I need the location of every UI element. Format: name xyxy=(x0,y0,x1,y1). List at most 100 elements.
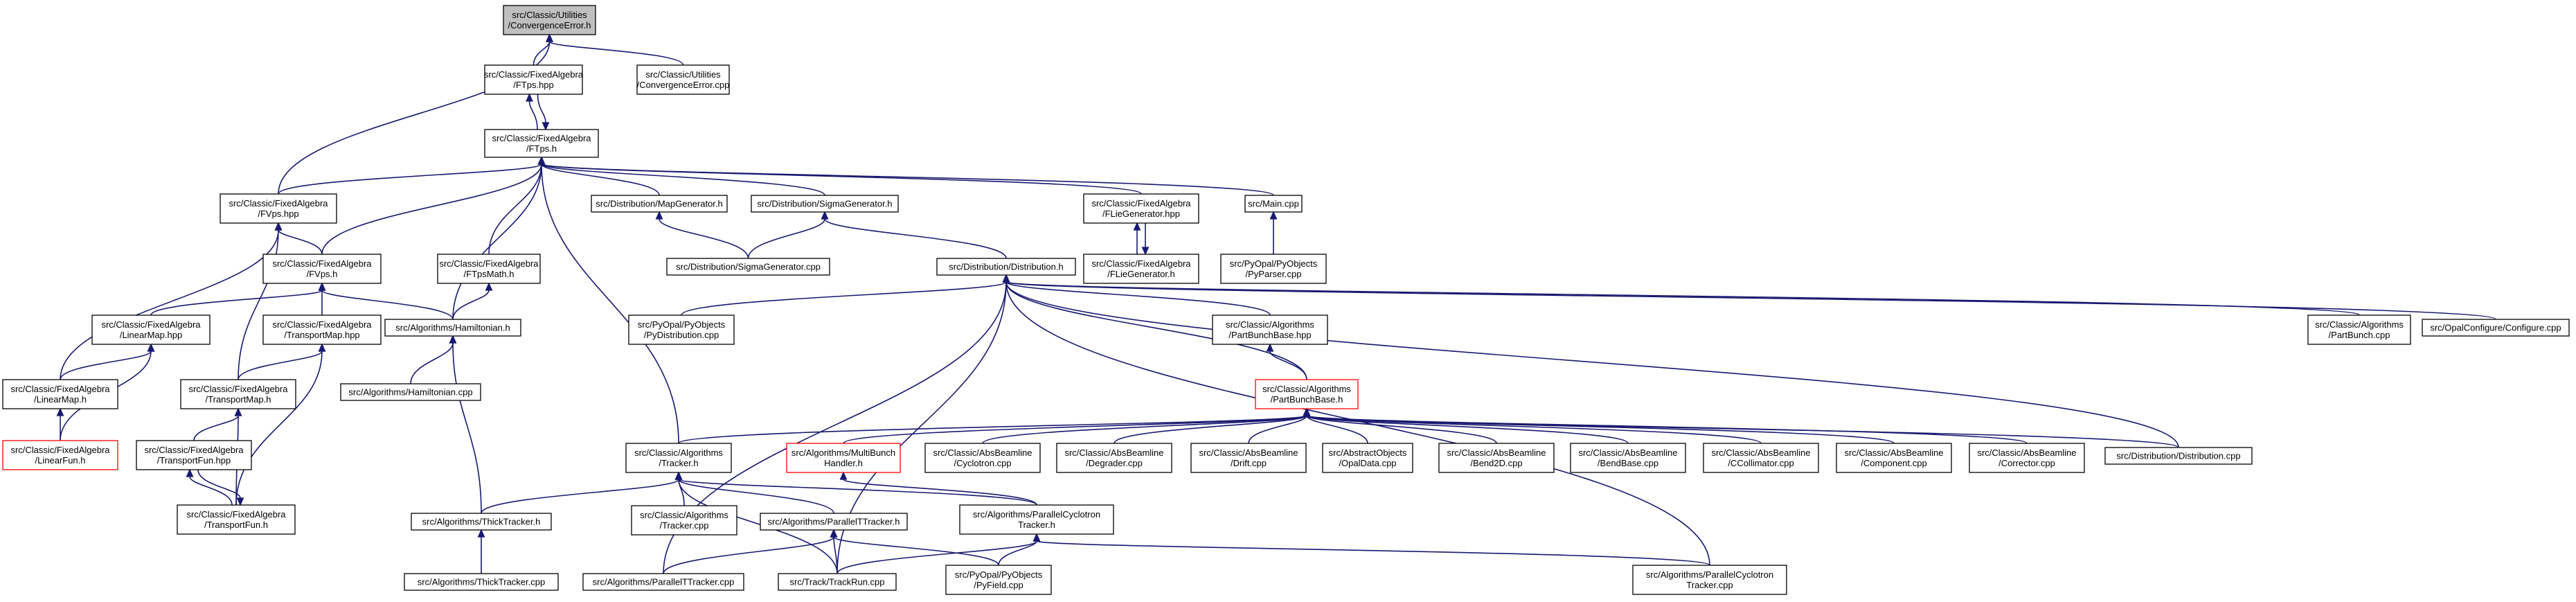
node-linearmap_hpp[interactable]: src/Classic/FixedAlgebra/LinearMap.hpp xyxy=(91,315,211,345)
node-box xyxy=(1969,443,2085,473)
node-transportmap_h[interactable]: src/Classic/FixedAlgebra/TransportMap.h xyxy=(180,379,296,409)
edge-thicktracker_h-to-hamiltonian_h xyxy=(449,335,482,514)
node-label-line: /PartBunchBase.hpp xyxy=(1228,330,1311,340)
node-flie_h[interactable]: src/Classic/FixedAlgebra/FLieGenerator.h xyxy=(1083,254,1199,284)
node-trackrun[interactable]: src/Track/TrackRun.cpp xyxy=(778,573,897,591)
node-pyfield[interactable]: src/PyOpal/PyObjects/PyField.cpp xyxy=(945,565,1052,595)
node-tracker_h[interactable]: src/Classic/Algorithms/Tracker.h xyxy=(625,443,732,473)
node-pbb_hpp[interactable]: src/Classic/Algorithms/PartBunchBase.hpp xyxy=(1212,315,1328,345)
node-opaldata[interactable]: src/AbstractObjects/OpalData.cpp xyxy=(1322,443,1413,473)
node-fvps_h[interactable]: src/Classic/FixedAlgebra/FVps.h xyxy=(262,254,382,284)
node-drift[interactable]: src/Classic/AbsBeamline/Drift.cpp xyxy=(1190,443,1307,473)
node-main[interactable]: src/Main.cpp xyxy=(1244,195,1303,213)
node-thicktracker_cpp[interactable]: src/Algorithms/ThickTracker.cpp xyxy=(404,573,559,591)
node-fvps_hpp[interactable]: src/Classic/FixedAlgebra/FVps.hpp xyxy=(220,193,337,224)
node-box xyxy=(2,440,118,470)
node-dist_cpp[interactable]: src/Distribution/Distribution.cpp xyxy=(2104,447,2253,465)
node-degrader[interactable]: src/Classic/AbsBeamline/Degrader.cpp xyxy=(1056,443,1172,473)
arrowhead-icon xyxy=(1133,222,1141,231)
node-component[interactable]: src/Classic/AbsBeamline/Component.cpp xyxy=(1836,443,1952,473)
node-label-line: src/Main.cpp xyxy=(1248,199,1299,209)
node-ftps_h[interactable]: src/Classic/FixedAlgebra/FTps.h xyxy=(484,129,599,158)
node-box xyxy=(1056,443,1172,473)
arrowhead-icon xyxy=(674,471,683,480)
edge-partbunch_cpp-to-dist_h xyxy=(1002,274,2360,316)
node-box xyxy=(1220,254,1327,284)
node-box xyxy=(180,379,296,409)
node-box xyxy=(1836,443,1952,473)
node-mapgen[interactable]: src/Distribution/MapGenerator.h xyxy=(591,195,728,213)
node-label-line: src/Classic/FixedAlgebra xyxy=(492,133,591,143)
node-label-line: src/Classic/FixedAlgebra xyxy=(10,384,110,394)
node-hamiltonian_cpp[interactable]: src/Algorithms/Hamiltonian.cpp xyxy=(340,383,481,401)
node-label-line: /PyParser.cpp xyxy=(1246,269,1302,279)
node-label-line: src/Classic/FixedAlgebra xyxy=(101,319,201,330)
node-ce_cpp[interactable]: src/Classic/Utilities/ConvergenceError.c… xyxy=(636,64,730,95)
node-pyparser[interactable]: src/PyOpal/PyObjects/PyParser.cpp xyxy=(1220,254,1327,284)
node-dist_h[interactable]: src/Distribution/Distribution.h xyxy=(936,258,1076,276)
node-transportfun_h[interactable]: src/Classic/FixedAlgebra/TransportFun.h xyxy=(177,504,296,535)
edge-fvps_h-to-fvps_hpp xyxy=(274,222,323,255)
arrowhead-icon xyxy=(1266,343,1274,352)
node-sigmagen_h[interactable]: src/Distribution/SigmaGenerator.h xyxy=(751,195,899,213)
node-label-line: /FVps.hpp xyxy=(258,209,298,219)
node-label-line: /PartBunchBase.h xyxy=(1271,394,1343,405)
edge-pyfield-to-pcyc_h xyxy=(998,533,1041,566)
node-box xyxy=(625,443,732,473)
node-cyclotron[interactable]: src/Classic/AbsBeamline/Cyclotron.cpp xyxy=(924,443,1041,473)
arrowhead-icon xyxy=(1032,533,1041,542)
node-label-line: src/OpalConfigure/Configure.cpp xyxy=(2430,323,2561,333)
node-corrector[interactable]: src/Classic/AbsBeamline/Corrector.cpp xyxy=(1969,443,2085,473)
node-box xyxy=(582,573,744,591)
node-box xyxy=(437,254,541,284)
edge-opaldata-to-pbb_h xyxy=(1303,407,1368,444)
node-label-line: /Component.cpp xyxy=(1861,458,1926,468)
edge-ce_cpp-to-ce_h xyxy=(546,33,684,66)
arrowhead-icon xyxy=(821,211,829,220)
node-transportmap_hpp[interactable]: src/Classic/FixedAlgebra/TransportMap.hp… xyxy=(262,315,382,345)
node-thicktracker_h[interactable]: src/Algorithms/ThickTracker.h xyxy=(411,513,552,531)
node-hamiltonian_h[interactable]: src/Algorithms/Hamiltonian.h xyxy=(384,319,521,337)
node-label-line: /ConvergenceError.cpp xyxy=(637,80,730,90)
node-linearmap_h[interactable]: src/Classic/FixedAlgebra/LinearMap.h xyxy=(2,379,118,409)
edge-drift-to-pbb_h xyxy=(1248,407,1311,444)
node-tracker_cpp[interactable]: src/Classic/Algorithms/Tracker.cpp xyxy=(631,505,737,535)
arrowhead-icon xyxy=(147,343,155,352)
arrowhead-icon xyxy=(546,33,553,42)
node-label-line: src/Classic/FixedAlgebra xyxy=(186,509,286,520)
node-box xyxy=(2307,315,2411,345)
node-box xyxy=(631,505,737,535)
node-label-line: /LinearMap.hpp xyxy=(120,330,182,340)
node-ccollimator[interactable]: src/Classic/AbsBeamline/CCollimator.cpp xyxy=(1703,443,1819,473)
arrowhead-icon xyxy=(318,343,326,352)
node-bend2d[interactable]: src/Classic/AbsBeamline/Bend2D.cpp xyxy=(1438,443,1555,473)
node-label-line: src/Distribution/MapGenerator.h xyxy=(596,199,723,209)
node-label-line: Tracker.cpp xyxy=(1686,580,1733,590)
node-pydist[interactable]: src/PyOpal/PyObjects/PyDistribution.cpp xyxy=(628,315,735,345)
node-pcyc_cpp[interactable]: src/Algorithms/ParallelCyclotronTracker.… xyxy=(1632,565,1787,595)
node-configure[interactable]: src/OpalConfigure/Configure.cpp xyxy=(2422,319,2570,337)
node-ftpsmath[interactable]: src/Classic/FixedAlgebra/FTpsMath.h xyxy=(437,254,541,284)
node-linearfun[interactable]: src/Classic/FixedAlgebra/LinearFun.h xyxy=(2,440,118,470)
node-ftps_hpp[interactable]: src/Classic/FixedAlgebra/FTps.hpp xyxy=(484,64,584,95)
node-label-line: src/Algorithms/ParallelCyclotron xyxy=(973,509,1100,520)
node-bendbase[interactable]: src/Classic/AbsBeamline/BendBase.cpp xyxy=(1570,443,1686,473)
node-label-line: src/PyOpal/PyObjects xyxy=(1230,258,1318,269)
node-partt_cpp[interactable]: src/Algorithms/ParallelTTracker.cpp xyxy=(582,573,744,591)
node-pcyc_h[interactable]: src/Algorithms/ParallelCyclotronTracker.… xyxy=(959,504,1114,535)
node-partbunch_cpp[interactable]: src/Classic/Algorithms/PartBunch.cpp xyxy=(2307,315,2411,345)
node-box xyxy=(340,383,481,401)
node-sigmagen_cpp[interactable]: src/Distribution/SigmaGenerator.cpp xyxy=(666,258,830,276)
node-label-line: src/Distribution/SigmaGenerator.cpp xyxy=(676,262,821,272)
node-partt_h[interactable]: src/Algorithms/ParallelTTracker.h xyxy=(760,513,908,531)
node-transportfun_hpp[interactable]: src/Classic/FixedAlgebra/TransportFun.hp… xyxy=(136,440,252,470)
node-pbb_h[interactable]: src/Classic/Algorithms/PartBunchBase.h xyxy=(1255,379,1359,409)
node-label-line: src/Algorithms/ThickTracker.cpp xyxy=(418,577,545,587)
node-box xyxy=(484,129,599,158)
node-box xyxy=(959,504,1114,535)
node-label-line: src/Algorithms/ParallelCyclotron xyxy=(1646,569,1773,580)
node-flie_hpp[interactable]: src/Classic/FixedAlgebra/FLieGenerator.h… xyxy=(1083,193,1199,224)
node-ce_h[interactable]: src/Classic/Utilities/ConvergenceError.h xyxy=(503,5,596,35)
node-label-line: src/Classic/Algorithms xyxy=(640,510,728,520)
